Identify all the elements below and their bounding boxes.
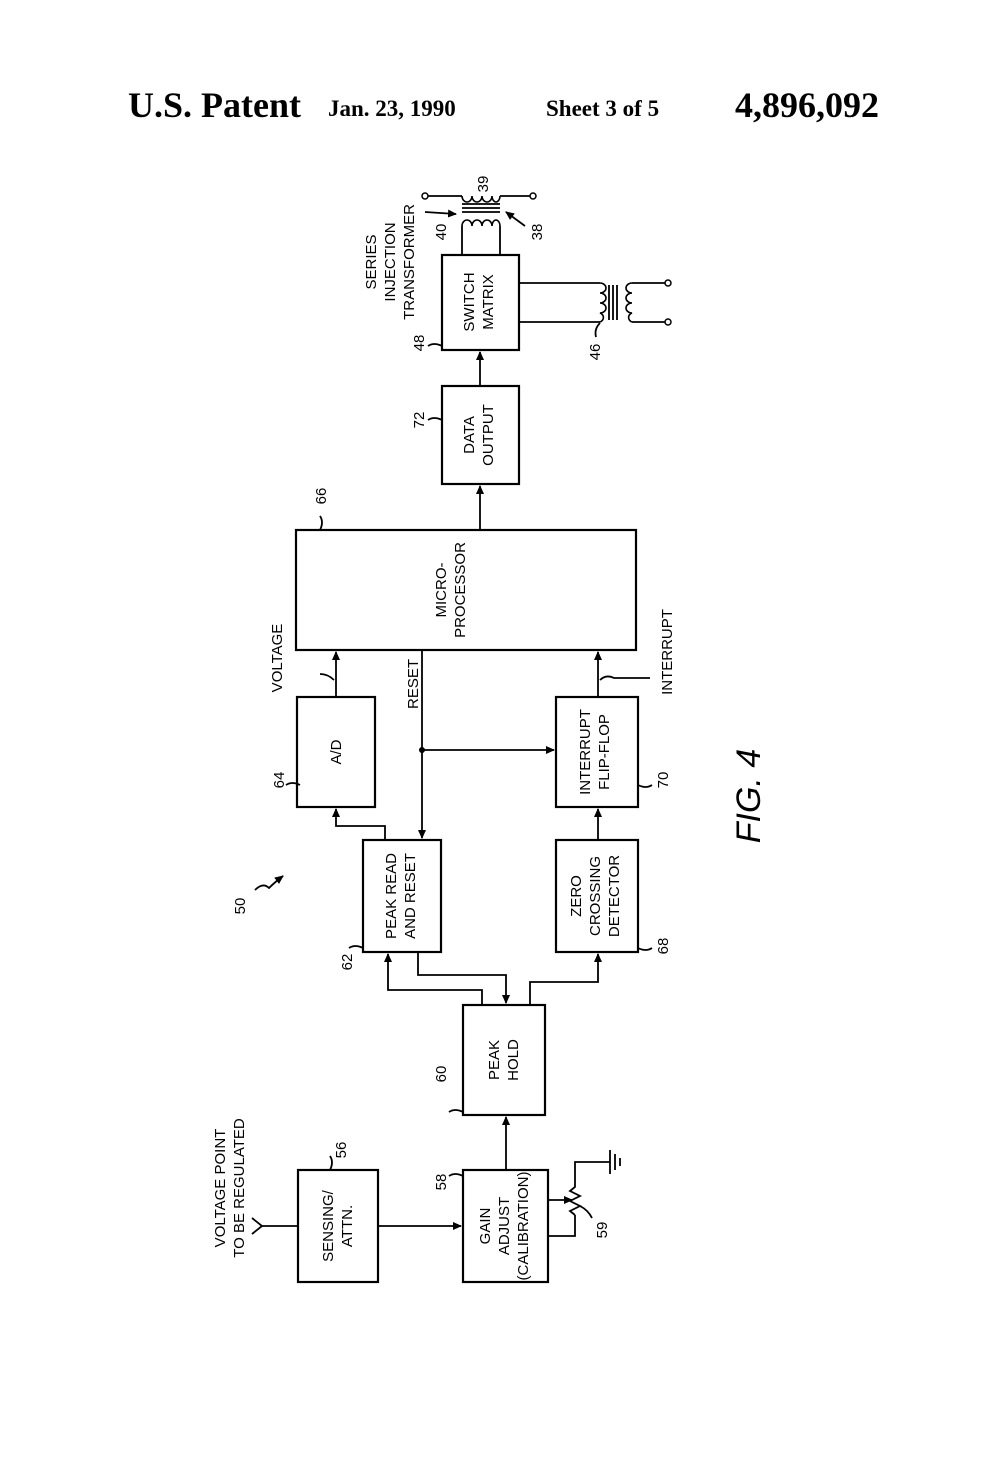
block-switch-matrix xyxy=(440,253,521,352)
block-peak-read xyxy=(361,838,443,954)
leader-voltage xyxy=(319,673,335,681)
leader-62 xyxy=(348,945,364,949)
peakread-label-2: AND RESET xyxy=(402,853,419,939)
block-microprocessor xyxy=(294,528,638,652)
leader-48 xyxy=(427,343,443,347)
header-patent-number: 4,896,092 xyxy=(735,85,879,125)
ground-symbol xyxy=(609,1150,621,1174)
transformer-ref-40: 40 xyxy=(433,224,450,241)
signal-interrupt: INTERRUPT xyxy=(659,609,676,695)
micro-label-1: MICRO- xyxy=(433,563,450,618)
block-gain-adjust xyxy=(461,1168,550,1284)
transformer-ref-39: 39 xyxy=(475,176,492,193)
transformer-label-1: SERIES xyxy=(363,234,380,289)
zero-label-2: CROSSING xyxy=(587,856,604,936)
gain-label-2: ADJUST xyxy=(496,1197,513,1255)
core-39 xyxy=(462,203,500,213)
micro-label-2: PROCESSOR xyxy=(452,542,469,638)
input-terminal xyxy=(251,1217,264,1235)
coil-46-secondary xyxy=(625,282,633,323)
dataout-ref: 72 xyxy=(411,412,428,429)
leader-60 xyxy=(448,1109,464,1113)
leader-interrupt xyxy=(599,675,650,681)
zero-label-1: ZERO xyxy=(568,875,585,917)
flipflop-label-1: INTERRUPT xyxy=(577,709,594,795)
block-peak-hold xyxy=(461,1003,547,1117)
block-sensing xyxy=(296,1168,380,1284)
terminal-46-b xyxy=(664,318,672,326)
leader-72 xyxy=(427,417,443,421)
input-label-2: TO BE REGULATED xyxy=(231,1118,248,1258)
coil-46-primary xyxy=(599,282,607,323)
switch-label-1: SWITCH xyxy=(461,272,478,331)
flipflop-ref: 70 xyxy=(655,772,672,789)
peakhold-ref: 60 xyxy=(433,1066,450,1083)
leader-59 xyxy=(579,1205,593,1219)
secondary-ref-46: 46 xyxy=(587,344,604,361)
core-46 xyxy=(608,285,618,320)
ad-ref: 64 xyxy=(271,772,288,789)
leader-64 xyxy=(285,782,301,786)
leader-56 xyxy=(329,1155,333,1171)
sensing-label-2: ATTN. xyxy=(339,1205,356,1247)
block-data-output xyxy=(440,384,521,486)
gain-ref: 58 xyxy=(433,1174,450,1191)
wire-switch-transformer xyxy=(461,226,501,255)
wire-peakread-peakhold xyxy=(417,952,510,1004)
transformer-label-3: TRANSFORMER xyxy=(401,204,418,320)
signal-reset: RESET xyxy=(405,659,422,709)
dataout-label-2: OUTPUT xyxy=(480,404,497,466)
transformer-ref-38: 38 xyxy=(529,224,546,241)
leader-58 xyxy=(448,1173,464,1177)
wire-gain-pot xyxy=(548,1215,576,1237)
peakhold-label-2: HOLD xyxy=(505,1039,522,1081)
peakhold-label-1: PEAK xyxy=(486,1040,503,1080)
terminal-line-b xyxy=(529,192,537,200)
system-ref-50: 50 xyxy=(232,898,249,915)
dataout-label-1: DATA xyxy=(461,416,478,454)
transformer-label-2: INJECTION xyxy=(382,222,399,301)
coil-38 xyxy=(461,195,501,203)
terminal-line-a xyxy=(421,192,429,200)
leader-46 xyxy=(594,322,601,338)
switch-ref: 48 xyxy=(411,335,428,352)
terminal-46-a xyxy=(664,279,672,287)
wire-46-out xyxy=(632,282,666,323)
junction-dot xyxy=(419,747,425,753)
resistor-ref-59: 59 xyxy=(594,1222,611,1239)
input-label-1: VOLTAGE POINT xyxy=(212,1129,229,1248)
gain-label-3: (CALIBRATION) xyxy=(515,1172,532,1281)
zero-label-3: DETECTOR xyxy=(606,855,623,937)
arrow-40 xyxy=(424,209,457,218)
ad-label: A/D xyxy=(328,739,345,764)
peakread-label-1: PEAK READ xyxy=(383,853,400,939)
micro-ref: 66 xyxy=(313,488,330,505)
header-sheet: Sheet 3 of 5 xyxy=(546,96,660,121)
figure-label: FIG. 4 xyxy=(730,749,768,843)
leader-70 xyxy=(637,784,653,788)
header-date: Jan. 23, 1990 xyxy=(328,96,456,121)
gain-label-1: GAIN xyxy=(477,1208,494,1245)
leader-68 xyxy=(637,947,653,951)
flipflop-label-2: FLIP-FLOP xyxy=(596,714,613,790)
sensing-ref: 56 xyxy=(333,1142,350,1159)
leader-66 xyxy=(319,515,323,531)
signal-voltage: VOLTAGE xyxy=(269,624,286,693)
coil-40 xyxy=(461,219,501,227)
block-flipflop xyxy=(554,695,640,809)
arrow-38 xyxy=(505,211,526,227)
wire-peakread-ad xyxy=(332,808,386,840)
resistor-59 xyxy=(567,1161,610,1216)
peakread-ref: 62 xyxy=(339,954,356,971)
switch-label-2: MATRIX xyxy=(480,274,497,330)
block-zero-crossing xyxy=(554,838,640,954)
leader-50 xyxy=(254,875,284,891)
wire-peakhold-zero xyxy=(529,953,602,1005)
zero-ref: 68 xyxy=(655,938,672,955)
sensing-label-1: SENSING/ xyxy=(320,1189,337,1262)
wire-peakhold-peakread xyxy=(384,953,483,1005)
header-patent-label: U.S. Patent xyxy=(128,85,301,125)
